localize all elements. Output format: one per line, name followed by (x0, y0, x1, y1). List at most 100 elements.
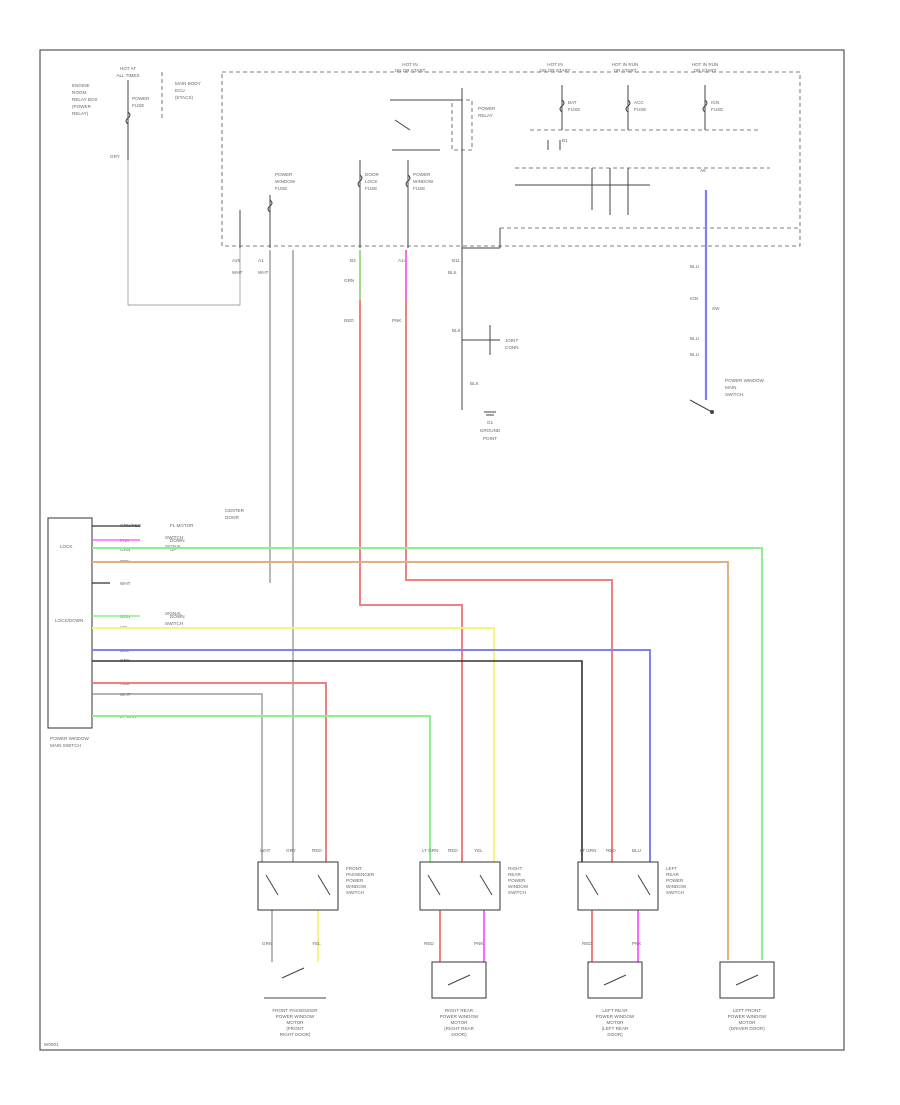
window-motor-caption-0-0: FRONT PASSENGER (272, 1008, 318, 1013)
main-switch-tag-1: DOOR (225, 515, 239, 520)
bus-tag-2: SIGNAL (165, 611, 182, 616)
bus-tag-3: SWITCH (165, 621, 183, 626)
right-switch-label-1: IGN (690, 296, 698, 301)
main-switch-tag-0: CENTER (225, 508, 245, 513)
fuse-label-4b: FUSE (568, 107, 580, 112)
window-motor-caption-1-2: MOTOR (450, 1020, 468, 1025)
ground-label-4: G1 (487, 420, 494, 425)
fuse-label-6b: FUSE (711, 107, 723, 112)
fuse-label-5b: FUSE (634, 107, 646, 112)
pin-label-a6: A6 (700, 168, 706, 173)
footer-code: W0001 (44, 1042, 59, 1047)
pin-label-b1: B1 (562, 138, 568, 143)
door-switch-caption-2-3: WINDOW (666, 884, 687, 889)
window-motor-contact-1 (447, 974, 471, 986)
ground-label-0: BLK (452, 328, 462, 333)
door-switch-bottom-label-0-1: YEL (312, 941, 321, 946)
right-switch-label-2: SW (712, 306, 720, 311)
door-switch-top-label-0-1: GRY (286, 848, 296, 853)
door-switch-caption-2-4: SWITCH (666, 890, 684, 895)
header-r3-1: OR START (694, 68, 717, 73)
window-motor-caption-2-1: POWER WINDOW (596, 1014, 635, 1019)
fuse-row-right: BAT FUSE ACC FUSE IGN FUSE B1 A6 (515, 85, 770, 215)
door-switch-top-label-0-0: WHT (260, 848, 271, 853)
window-motor-caption-0-2: MOTOR (286, 1020, 304, 1025)
door-switch-caption-2-0: LEFT (666, 866, 677, 871)
window-motor-contact-3 (735, 974, 759, 986)
header-r1-1: ON OR START (540, 68, 571, 73)
left-module-label-1: ROOM (72, 90, 86, 95)
relay-box-label-2: (ETACS) (175, 95, 194, 100)
fuse-label-2c: FUSE (365, 186, 377, 191)
fuse-label-6: IGN (711, 100, 719, 105)
door-switch-contact-a-1 (427, 874, 441, 896)
wire-red: RED (344, 318, 354, 323)
right-switch-caption-2: SWITCH (725, 392, 743, 397)
relay-label-1: RELAY (478, 113, 493, 118)
wire-gry-loop (127, 160, 241, 306)
right-switch-label-0: BLU (690, 264, 699, 269)
door-switch-caption-1-0: RIGHT (508, 866, 522, 871)
window-motor-box-2 (587, 961, 643, 999)
window-motor-caption-2-3: (LEFT REAR (602, 1026, 629, 1031)
door-switch-contact-a-2 (585, 874, 599, 896)
left-module-label-4: RELAY) (72, 111, 89, 116)
pin-b3: B3 (350, 258, 356, 263)
window-motor-caption-2-0: LEFT REAR (602, 1008, 628, 1013)
wire-wht-2: WHT (258, 270, 269, 275)
main-switch-wire-tag-1: DOWN (170, 538, 185, 543)
fuse-label-0a: POWER (132, 96, 150, 101)
window-motor-caption-3-2: MOTOR (738, 1020, 756, 1025)
door-switch-bottom-label-2-0: RED (582, 941, 592, 946)
door-switch-contact-b-0 (317, 874, 331, 896)
window-motor-caption-1-0: RIGHT REAR (445, 1008, 474, 1013)
fuse-label-3c: FUSE (413, 186, 425, 191)
ground-caption-0: GROUND (480, 428, 501, 433)
door-switch-bottom-label-0-0: GRN (262, 941, 272, 946)
header-r2-0: HOT IN RUN (612, 62, 639, 67)
wire-yel-bus-rr (92, 627, 495, 862)
wire-gry-bus-lr (92, 660, 583, 862)
fuse-row-mid: POWER WINDOW FUSE DOOR LOCK FUSE POWER W… (239, 160, 800, 249)
fuse-label-3b: WINDOW (413, 179, 434, 184)
power-window-main-switch: POWER WINDOW MAIN SWITCH LOCK LOCK/DOWN … (47, 508, 245, 748)
wire-pnk: PNK (392, 318, 402, 323)
pin-a1: A1 (258, 258, 264, 263)
door-switch-top-label-0-2: RED (312, 848, 322, 853)
pin-a14: A14 (398, 258, 407, 263)
door-switch-caption-1-1: REAR (508, 872, 521, 877)
door-switch-caption-0-3: WINDOW (346, 884, 367, 889)
wire-grn: GRN (344, 278, 354, 283)
right-switch-caption-1: MAIN (725, 385, 736, 390)
ground-label-1: JOINT (505, 338, 518, 343)
door-switch-contact-a-0 (265, 874, 279, 896)
left-module-label-2: RELAY BOX (72, 97, 98, 102)
fuse-symbol-0 (125, 111, 131, 125)
door-switch-bottom-label-1-0: RED (424, 941, 434, 946)
wire-ltgrn-bus-rr (92, 715, 431, 862)
door-switch-caption-1-4: SWITCH (508, 890, 526, 895)
pin-a25: A25 (232, 258, 241, 263)
wire-label-gry: GRY (110, 154, 120, 159)
fuse-label-2b: LOCK (365, 179, 378, 184)
fuse-label-4: BAT (568, 100, 577, 105)
relay-label-0: POWER (478, 106, 496, 111)
door-switch-top-label-2-2: BLU (632, 848, 641, 853)
window-motor-caption-0-3: (FRONT (286, 1026, 304, 1031)
bus-tag-0: SWITCH (165, 535, 183, 540)
ground-label-2: CONN (505, 345, 519, 350)
window-motor-caption-2-2: MOTOR (606, 1020, 624, 1025)
header-r2-1: OR START (614, 68, 637, 73)
door-switch-caption-2-1: REAR (666, 872, 679, 877)
door-switch-box-1 (419, 861, 501, 911)
pin-b11: B11 (452, 258, 460, 263)
wire-red-top-to-rr (359, 250, 463, 862)
main-switch-wire-tag-5: DOWN (170, 614, 185, 619)
door-switch-caption-0-4: SWITCH (346, 890, 364, 895)
wire-wht-1: WHT (232, 270, 243, 275)
fuse-label-1c: FUSE (275, 186, 287, 191)
main-body-ecu-box (221, 71, 801, 247)
